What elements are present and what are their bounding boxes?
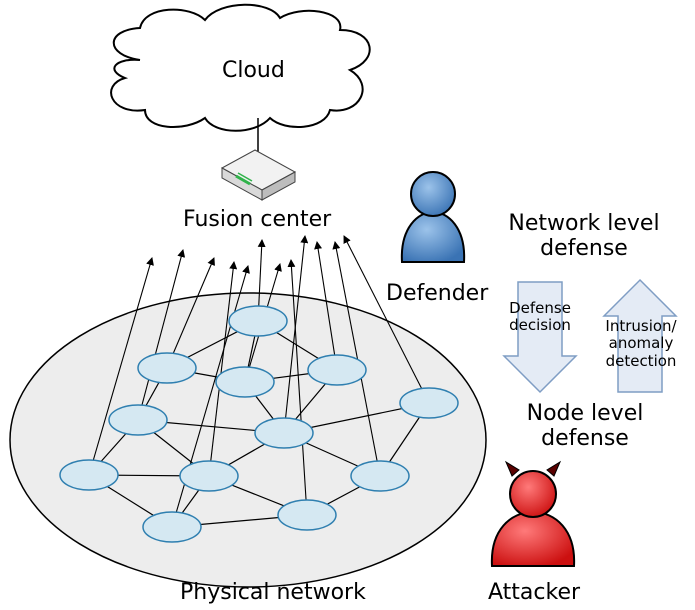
network-level-defense-label: Network level defense (508, 211, 660, 262)
defender-person-icon (400, 171, 466, 263)
network-level-line1: Network level (508, 211, 660, 236)
defender-label: Defender (386, 281, 489, 306)
physical-network-plane (9, 292, 487, 588)
network-node (59, 459, 119, 491)
intrusion-detection-arrow (602, 278, 678, 393)
network-node (277, 499, 337, 531)
defense-decision-arrow (502, 281, 578, 394)
attacker-label: Attacker (488, 580, 581, 605)
defense-decision-line1: Defense (509, 299, 571, 317)
physical-network-label: Physical network (180, 580, 366, 605)
network-nodes (59, 305, 459, 543)
node-level-line2: defense (541, 426, 629, 452)
fusion-center-label: Fusion center (183, 207, 332, 232)
network-node (350, 460, 410, 492)
node-level-defense-label: Node level defense (520, 401, 650, 452)
network-node (108, 404, 168, 436)
network-node (137, 352, 197, 384)
network-node (307, 354, 367, 386)
cloud-label: Cloud (222, 58, 285, 83)
attacker-devil-icon (490, 460, 576, 567)
network-node (179, 460, 239, 492)
node-level-line1: Node level (526, 401, 644, 426)
network-node (142, 511, 202, 543)
router-icon (220, 149, 297, 201)
intrusion-line3: detection (605, 351, 677, 370)
intrusion-detection-label: Intrusion/ anomaly detection (594, 317, 688, 370)
network-node (254, 417, 314, 449)
defense-decision-label: Defense decision (503, 299, 577, 335)
intrusion-line2: anomaly (608, 334, 674, 353)
network-node (228, 305, 288, 337)
network-level-line2: defense (540, 236, 628, 262)
network-node (399, 387, 459, 419)
intrusion-line1: Intrusion/ (605, 317, 677, 335)
network-node (215, 366, 275, 398)
defense-decision-line2: decision (509, 316, 571, 335)
cloud-icon (110, 3, 371, 132)
